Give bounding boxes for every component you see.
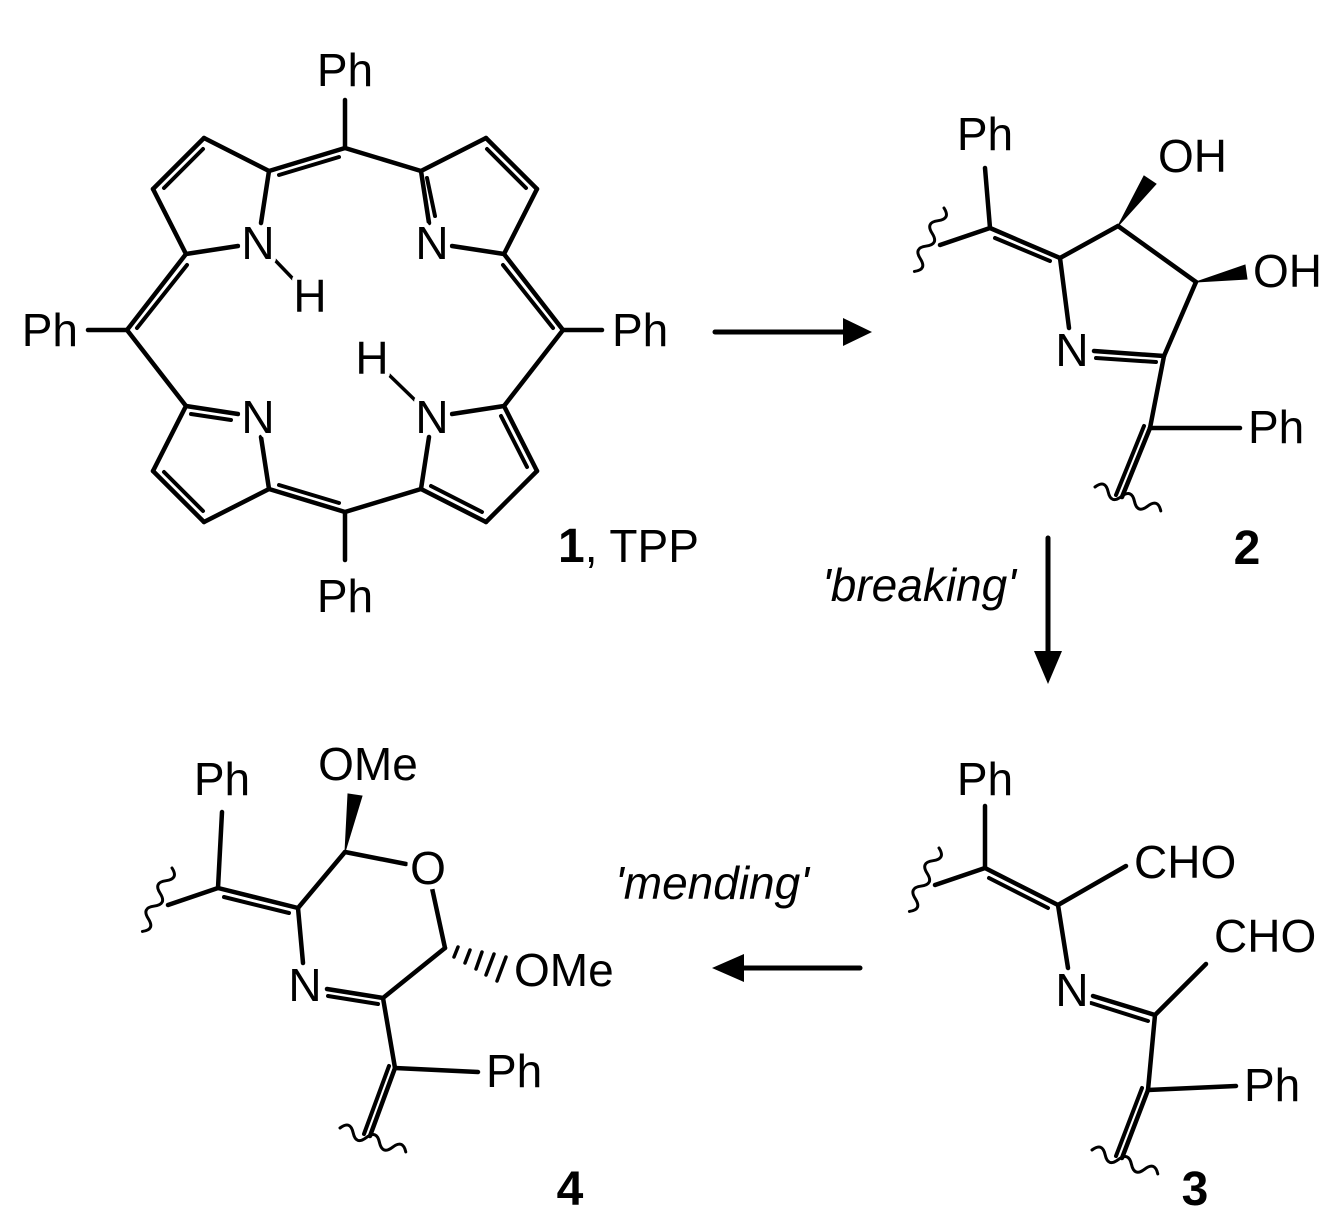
arrowhead-left-icon xyxy=(712,954,744,982)
phenyl-label-c2-bottom: Ph xyxy=(1248,401,1304,453)
arrowhead-right-icon xyxy=(843,318,872,346)
phenyl-label-top: Ph xyxy=(317,44,373,96)
phenyl-label-c3-bottom: Ph xyxy=(1244,1059,1300,1111)
ring-oxygen-label-c4: O xyxy=(410,842,446,894)
compound-3-skeleton xyxy=(932,803,1239,1161)
compound-4-skeleton xyxy=(165,809,481,1139)
compound-4-number: 4 xyxy=(557,1163,584,1216)
arrow-1-to-2 xyxy=(712,318,872,346)
nh-hydrogen-label-1: H xyxy=(293,270,326,322)
hashed-bond-ome-right xyxy=(452,945,508,983)
nitrogen-label-lr: N xyxy=(415,391,448,443)
wedge-bond-oh-top xyxy=(1117,175,1157,227)
mending-step-label: 'mending' xyxy=(615,857,811,909)
porphyrin-skeleton xyxy=(85,97,605,563)
compound-2-skeleton xyxy=(937,165,1243,500)
nitrogen-label-ll: N xyxy=(241,391,274,443)
hydroxyl-label-c2-top: OH xyxy=(1158,130,1227,182)
compound-1-number: 1 xyxy=(558,520,585,573)
nitrogen-label-ul: N xyxy=(241,217,274,269)
nh-hydrogen-label-2: H xyxy=(355,332,388,384)
phenyl-label-right: Ph xyxy=(612,304,668,356)
nitrogen-label-c4: N xyxy=(288,959,321,1011)
compound-2-structure: Ph OH OH N Ph 2 xyxy=(912,103,1327,580)
phenyl-label-c4-bottom: Ph xyxy=(486,1045,542,1097)
truncation-squiggle-c2-left xyxy=(912,206,948,273)
compound-1-name: , TPP xyxy=(585,520,699,572)
arrowhead-down-icon xyxy=(1034,651,1062,684)
aldehyde-label-c3-upper: CHO xyxy=(1134,836,1236,888)
truncation-squiggle-c3-top xyxy=(907,846,943,913)
wedge-bond-oh-right xyxy=(1195,264,1248,283)
truncation-squiggle-c4-bottom xyxy=(338,1123,408,1154)
phenyl-label-left: Ph xyxy=(22,304,78,356)
hydroxyl-label-c2-right: OH xyxy=(1253,245,1322,297)
phenyl-label-c2-top: Ph xyxy=(957,108,1013,160)
aldehyde-label-c3-lower: CHO xyxy=(1214,910,1316,962)
breaking-step-label: 'breaking' xyxy=(822,559,1018,611)
compound-3-number: 3 xyxy=(1182,1163,1209,1216)
compound-1-tpp-structure: Ph Ph Ph Ph N N N N H H 1, TPP xyxy=(17,39,704,627)
methoxy-label-c4-top: OMe xyxy=(318,738,418,790)
arrow-mending-3-to-4: 'mending' xyxy=(610,852,863,982)
wedge-bond-ome-top xyxy=(344,793,363,853)
compound-3-structure: Ph CHO CHO N Ph 3 xyxy=(907,748,1321,1221)
compound-4-structure: Ph OMe O OMe N Ph 4 xyxy=(140,733,619,1221)
truncation-squiggle-c2-bottom xyxy=(1093,482,1163,513)
truncation-squiggle-c3-bottom xyxy=(1090,1145,1160,1176)
phenyl-label-bottom: Ph xyxy=(317,570,373,622)
nitrogen-label-c2: N xyxy=(1055,324,1088,376)
arrow-breaking-2-to-3: 'breaking' xyxy=(817,535,1062,684)
methoxy-label-c4-right: OMe xyxy=(514,944,614,996)
truncation-squiggle-c4-left xyxy=(140,866,176,933)
compound-1-label: 1, TPP xyxy=(558,520,699,573)
phenyl-label-c4-top: Ph xyxy=(194,753,250,805)
nitrogen-label-c3: N xyxy=(1055,964,1088,1016)
compound-2-number: 2 xyxy=(1234,522,1261,575)
phenyl-label-c3-top: Ph xyxy=(957,753,1013,805)
nitrogen-label-ur: N xyxy=(415,217,448,269)
